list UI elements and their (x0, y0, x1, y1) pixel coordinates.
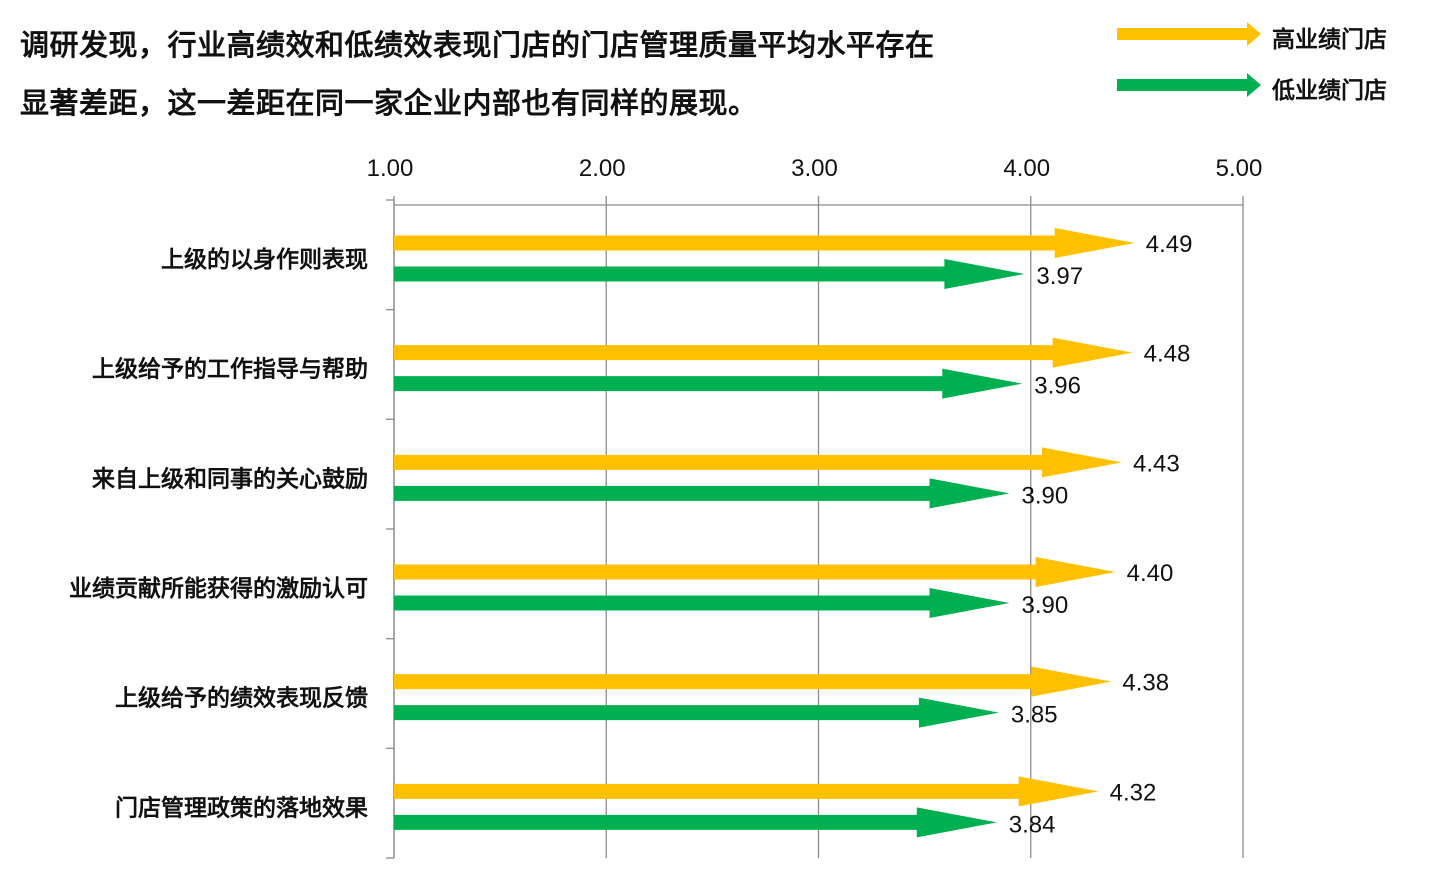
legend-arrow-high (1117, 22, 1261, 46)
value-label: 4.40 (1127, 560, 1174, 587)
x-tick-label: 2.00 (579, 155, 626, 182)
arrow-bar-low (394, 478, 1010, 509)
arrow-bar-low (394, 697, 999, 728)
arrow-bar-low (394, 807, 997, 838)
value-label: 3.90 (1022, 482, 1069, 509)
title-line-1: 调研发现，行业高绩效和低绩效表现门店的门店管理质量平均水平存在 (20, 28, 935, 62)
value-label: 3.97 (1036, 263, 1083, 290)
arrow-bar-low (394, 368, 1023, 399)
x-tick-label: 1.00 (367, 155, 414, 182)
x-tick-label: 3.00 (791, 155, 838, 182)
value-label: 3.85 (1011, 702, 1058, 729)
legend-label-low: 低业绩门店 (1272, 78, 1387, 104)
value-label: 4.49 (1146, 231, 1193, 258)
arrow-bar-low (394, 588, 1010, 618)
value-label: 4.38 (1122, 670, 1169, 697)
x-tick-label: 5.00 (1216, 155, 1263, 182)
value-label: 3.96 (1034, 373, 1081, 400)
arrow-bar-high (394, 666, 1112, 697)
category-label: 门店管理政策的落地效果 (115, 794, 368, 821)
value-label: 3.90 (1022, 592, 1069, 619)
category-label: 上级给予的绩效表现反馈 (115, 685, 368, 712)
value-label: 4.43 (1133, 450, 1180, 477)
arrow-bar-high (394, 557, 1116, 587)
arrow-bar-high (394, 447, 1123, 478)
legend-label-high: 高业绩门店 (1272, 27, 1387, 53)
value-label: 3.84 (1009, 811, 1056, 838)
category-label: 上级的以身作则表现 (161, 246, 368, 273)
legend (1117, 22, 1261, 97)
value-label: 4.48 (1144, 341, 1191, 368)
category-label: 上级给予的工作指导与帮助 (92, 356, 368, 383)
arrow-bar-high (394, 228, 1135, 258)
title-line-2: 显著差距，这一差距在同一家企业内部也有同样的展现。 (20, 86, 758, 120)
category-label: 来自上级和同事的关心鼓励 (92, 465, 368, 492)
value-label: 4.32 (1110, 779, 1157, 806)
arrow-bar-high (394, 776, 1099, 807)
arrow-bar-high (394, 337, 1133, 368)
x-tick-label: 4.00 (1003, 155, 1050, 182)
category-label: 业绩贡献所能获得的激励认可 (69, 575, 368, 602)
arrow-bar-low (394, 259, 1025, 289)
legend-arrow-low (1117, 73, 1261, 97)
